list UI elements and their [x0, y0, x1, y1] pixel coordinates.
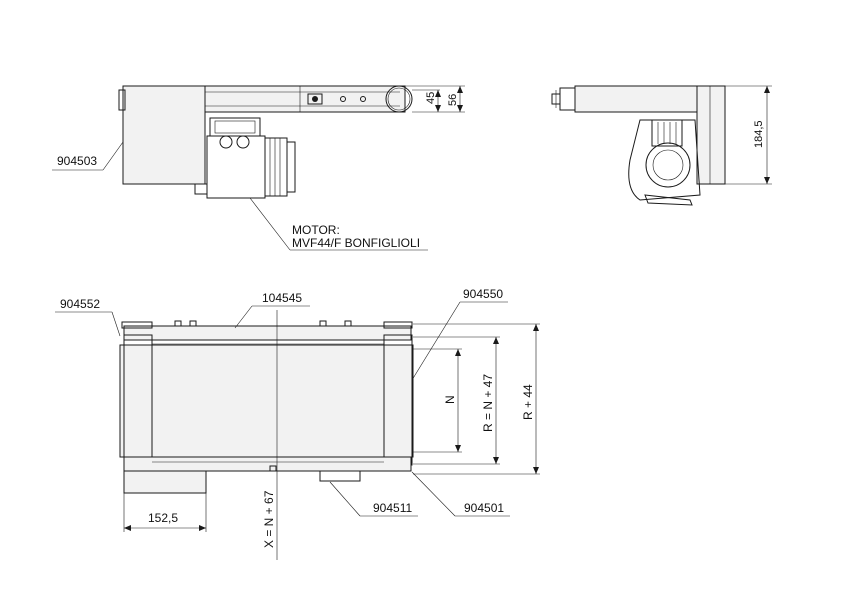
dim-45: 45 [425, 92, 437, 104]
side-roller [574, 85, 698, 113]
plan-top-rail [123, 325, 412, 341]
label-904501: 904501 [464, 501, 504, 515]
motor-drawing [194, 117, 296, 199]
plan-drive-box [123, 470, 207, 494]
end-pulley [385, 85, 413, 113]
plan-view: 904552 104545 904550 904511 904501 N R =… [55, 287, 540, 560]
motor-label-line2: MVF44/F BONFIGLIOLI [292, 236, 420, 250]
top-view: 904503 MOTOR: MVF44/F BONFIGLIOLI 45 56 [52, 85, 465, 251]
label-904552: 904552 [60, 297, 100, 311]
dim-R44: R + 44 [521, 384, 535, 420]
dim-152-5: 152,5 [148, 511, 178, 525]
side-motor [628, 119, 701, 206]
label-904550: 904550 [463, 287, 503, 301]
motor-label-line1: MOTOR: [292, 223, 340, 237]
conveyor-rail [204, 85, 406, 113]
label-104545: 104545 [262, 291, 302, 305]
dim-56: 56 [447, 94, 459, 106]
dim-N: N [443, 395, 457, 404]
label-904511: 904511 [373, 501, 412, 515]
conveyor-belt [119, 344, 414, 458]
side-view: 184,5 [551, 85, 772, 206]
dim-X: X = N + 67 [262, 490, 276, 548]
dim-184-5: 184,5 [753, 120, 765, 148]
plan-bottom-rail [123, 456, 412, 472]
drive-housing [122, 85, 206, 185]
dim-R: R = N + 47 [481, 374, 495, 432]
label-904503: 904503 [57, 154, 97, 168]
